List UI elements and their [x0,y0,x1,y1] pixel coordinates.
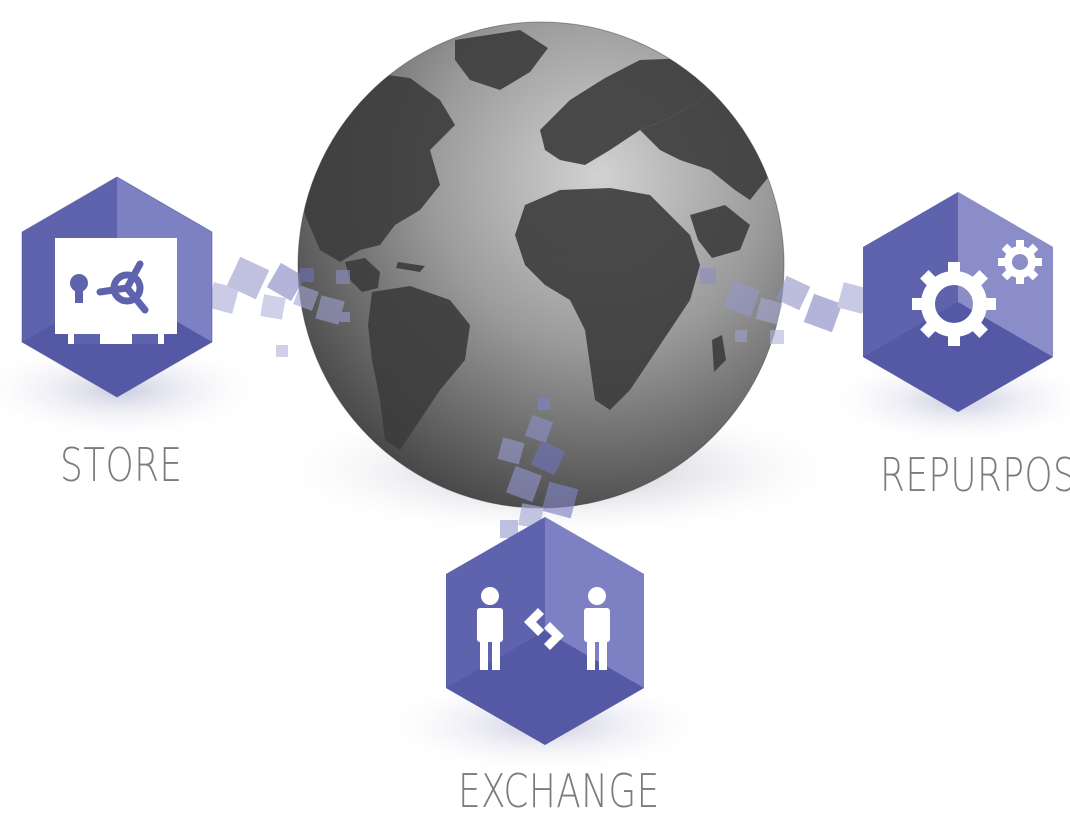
safe-icon [55,238,177,344]
land-europe [540,58,720,165]
store-label: STORE [60,438,183,492]
people-exchange-icon [477,587,610,670]
cube-trail-right [700,268,869,344]
land-central-america [345,258,380,292]
land-caribbean [396,262,425,272]
land-arabia [690,205,750,258]
land-greenland [455,30,548,90]
land-madagascar [712,335,726,372]
exchange-hexagon [446,517,644,745]
exchange-label: EXCHANGE [458,764,660,818]
store-hexagon [21,176,213,398]
repurpose-hexagon [863,192,1053,412]
repurpose-label: REPURPOSE [880,448,1070,502]
land-africa [515,188,700,410]
gears-icon [912,240,1042,346]
land-south-america [368,286,470,450]
